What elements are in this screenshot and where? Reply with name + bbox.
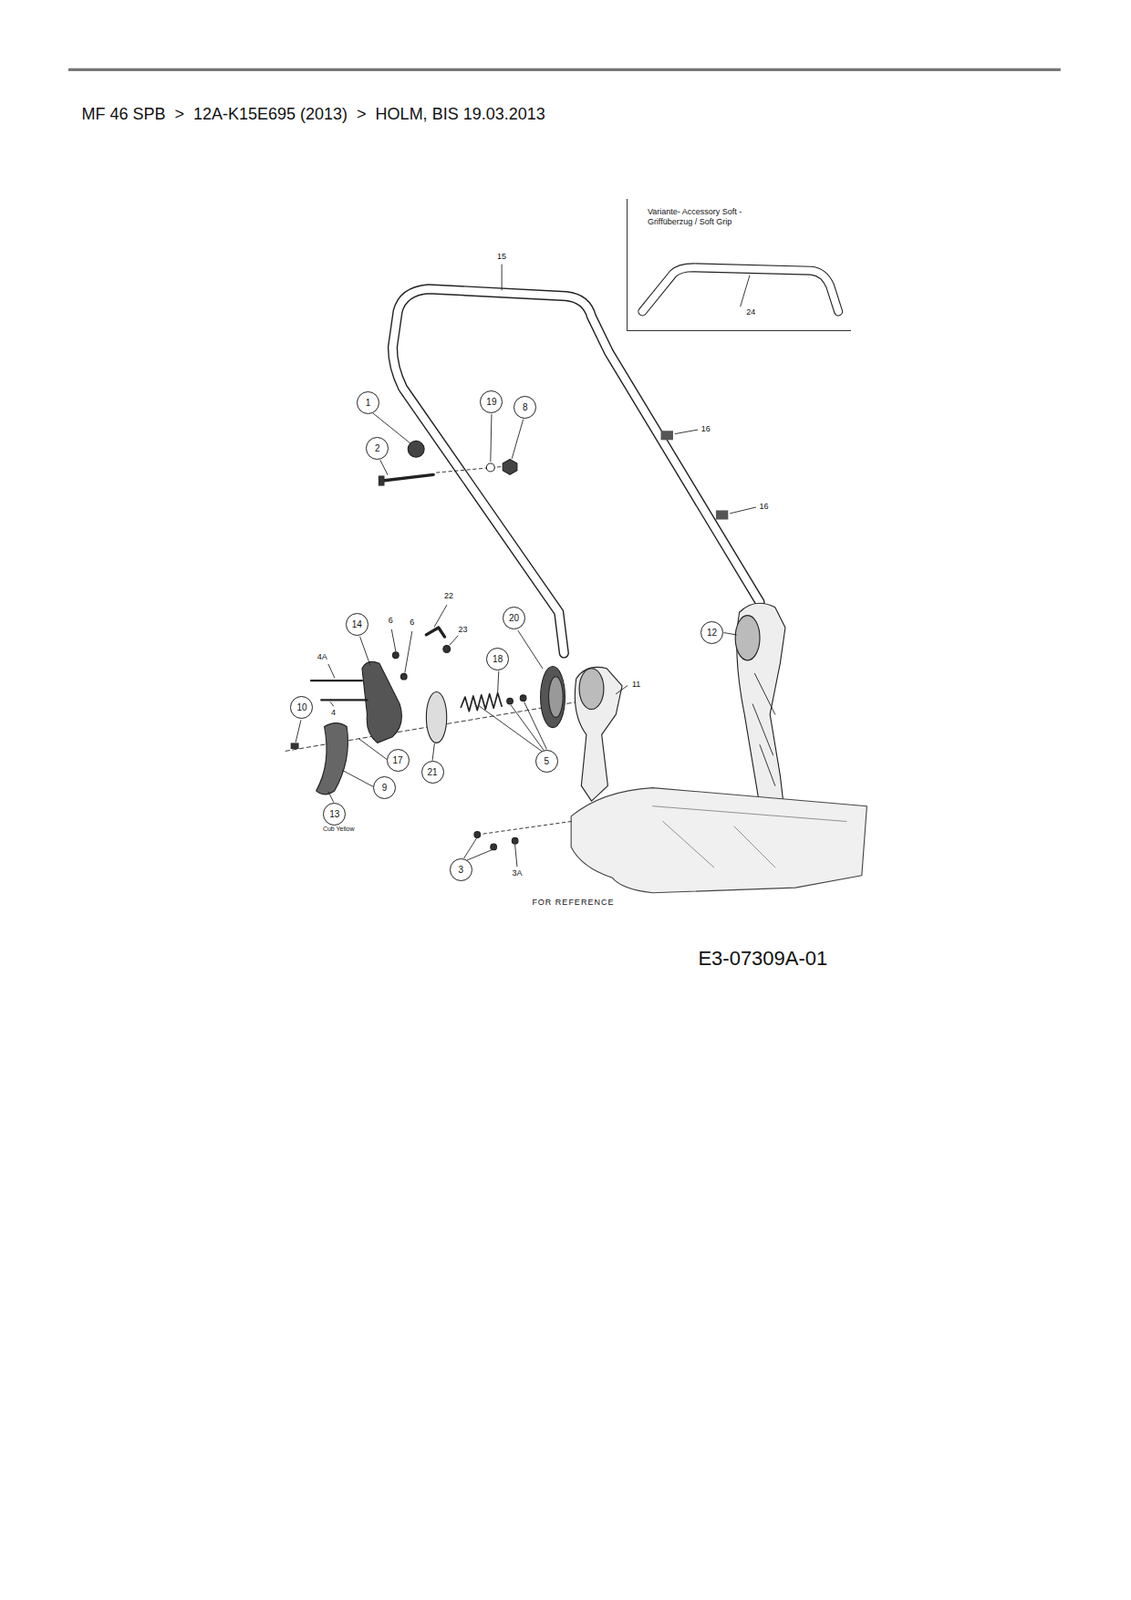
callout-number: 4: [330, 708, 337, 718]
callout-number: 19: [486, 396, 497, 407]
callout-number: 10: [296, 702, 307, 713]
handle-assembly: [285, 264, 867, 893]
callout-number: 20: [508, 612, 519, 623]
callout-number: 9: [382, 782, 388, 793]
callout-number: 5: [544, 756, 550, 767]
callout-number: 1: [365, 397, 372, 408]
accessory-inset: Variante- Accessory Soft -Griffüberzug /…: [626, 198, 851, 332]
callout-number: 13: [329, 809, 340, 820]
callout-number: 17: [393, 755, 404, 766]
callout-number: 12: [706, 627, 717, 638]
callout-number: 21: [427, 767, 438, 778]
callout-number: 3: [458, 864, 465, 875]
callout-circle: 9: [373, 776, 396, 799]
note: FOR REFERENCE: [530, 898, 615, 908]
callout-circle: 1: [356, 391, 380, 415]
callout-circle: 19: [479, 390, 503, 414]
callout-circle: 3: [449, 858, 473, 882]
header-rule: [68, 68, 1061, 72]
callout-number: 4A: [316, 653, 329, 663]
callout-circle: 8: [513, 395, 537, 419]
callout-circle: 18: [486, 647, 509, 671]
callout-circle: 17: [386, 748, 410, 772]
callout-number: 3A: [510, 869, 523, 879]
note: Cub Yellow: [321, 825, 356, 833]
callout-number: 22: [443, 591, 455, 602]
callout-number: 6: [408, 618, 416, 628]
callout-number: 18: [492, 653, 503, 665]
callout-number: 23: [457, 625, 469, 635]
callout-circle: 21: [421, 760, 445, 784]
callout-circle: 20: [502, 606, 526, 630]
callout-circle: 12: [700, 621, 724, 644]
callout-number: 16: [757, 502, 769, 512]
callout-circle: 10: [290, 695, 313, 719]
callout-number: 24: [746, 307, 756, 317]
callout-number: 6: [387, 616, 395, 626]
drawing-number: E3-07309A-01: [696, 947, 829, 970]
callout-number: 15: [496, 252, 508, 262]
callout-number: 14: [352, 619, 363, 630]
callout-number: 16: [700, 425, 712, 435]
callout-circle: 13: [322, 802, 346, 826]
callout-circle: 5: [535, 749, 559, 773]
callout-number: 2: [374, 443, 381, 454]
page-title: MF 46 SPB > 12A-K15E695 (2013) > HOLM, B…: [81, 105, 545, 125]
callout-circle: 14: [345, 612, 369, 636]
callout-circle: 2: [365, 436, 389, 460]
accessory-note: Variante- Accessory Soft -Griffüberzug /…: [647, 207, 748, 229]
callout-number: 11: [631, 680, 642, 690]
callout-number: 8: [522, 402, 529, 413]
